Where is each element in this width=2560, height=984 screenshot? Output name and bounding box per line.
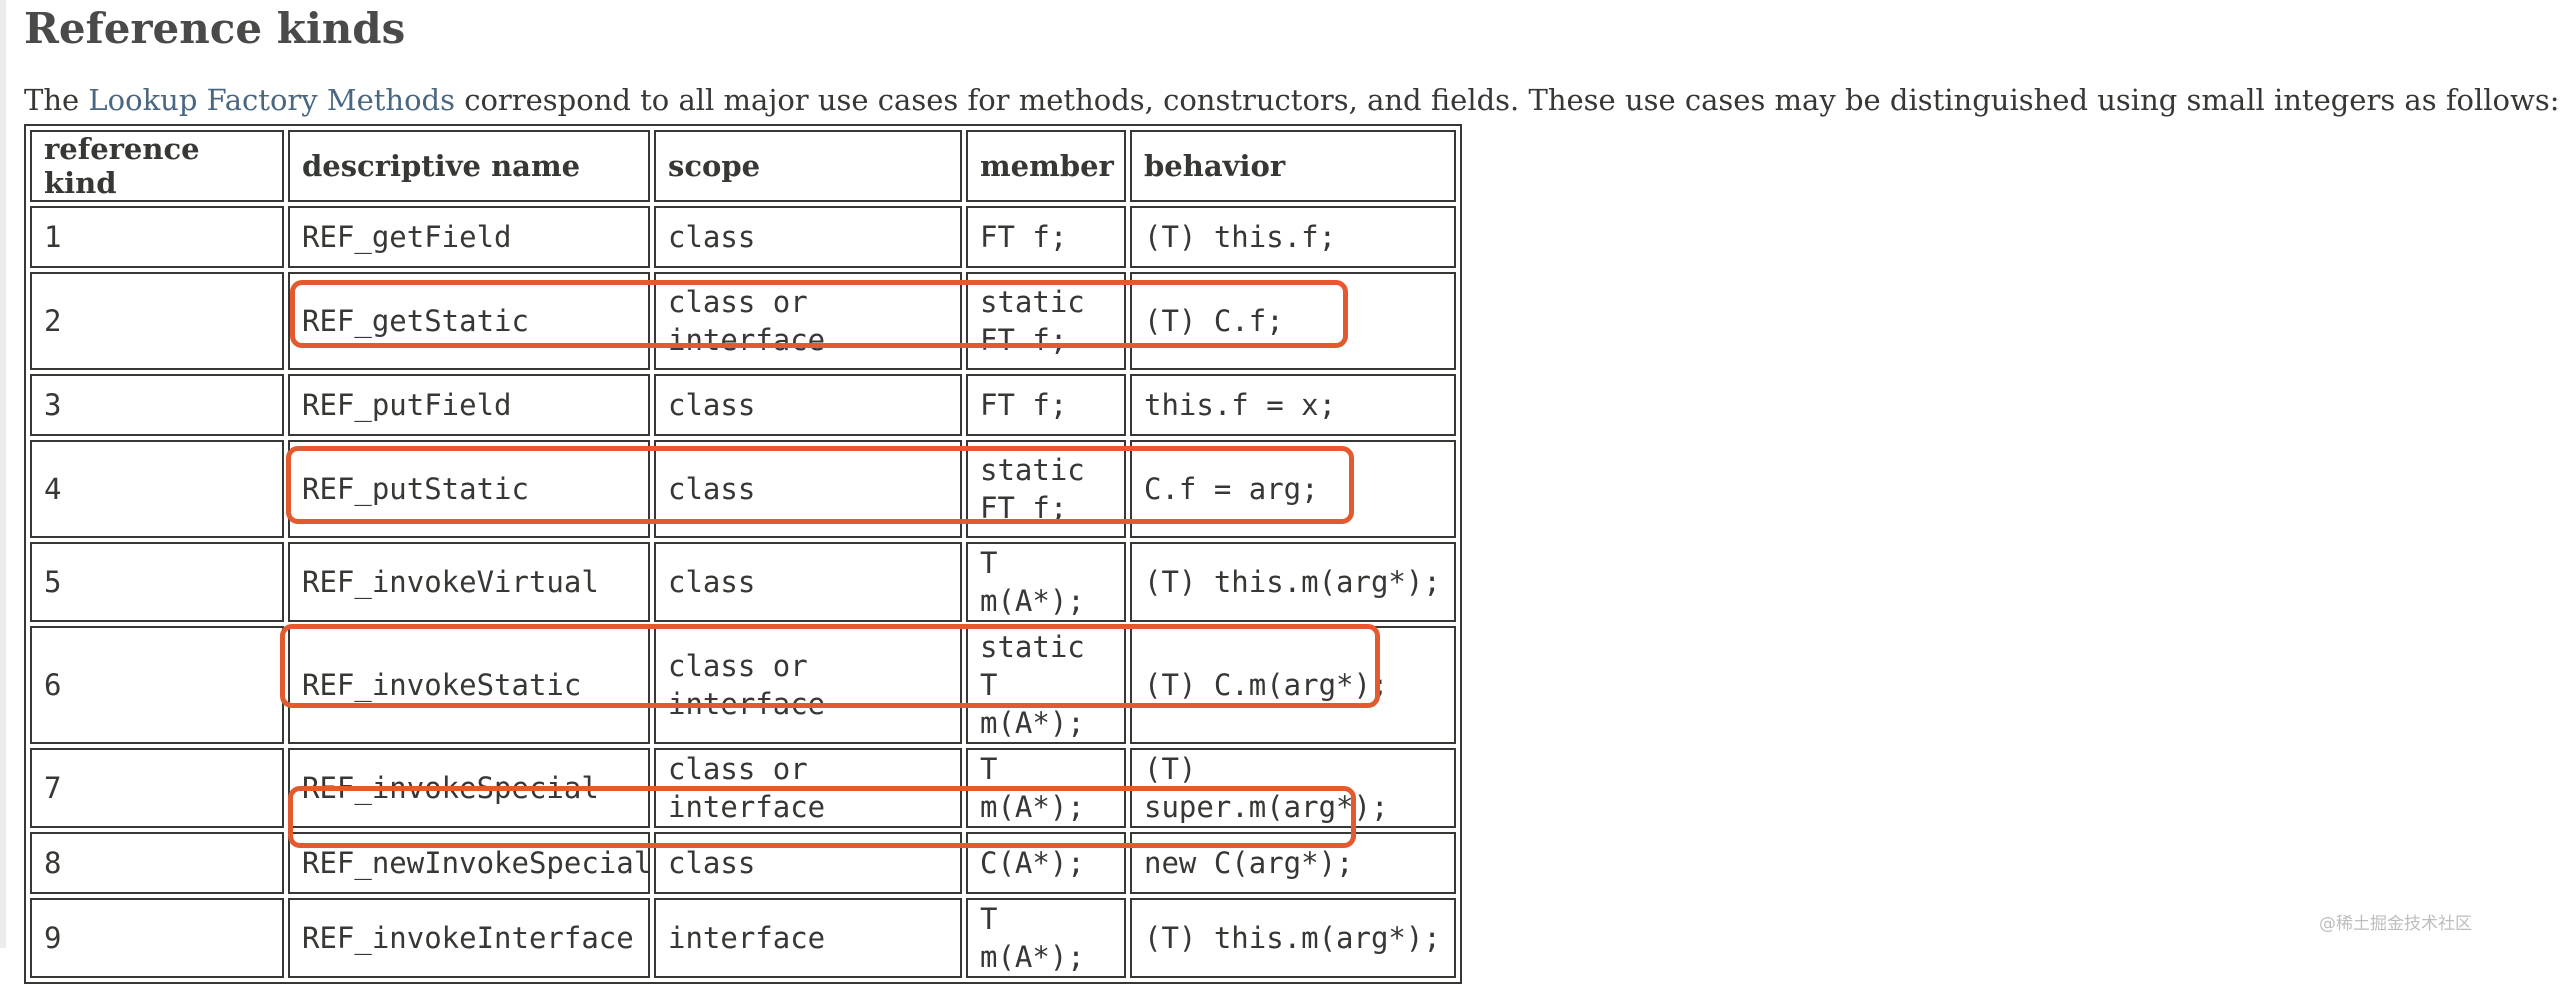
table-row: 8 REF_newInvokeSpecial class C(A*); new …: [30, 832, 1456, 894]
reference-kinds-table-container: reference kind descriptive name scope me…: [24, 124, 1462, 984]
cell-name: REF_invokeVirtual: [288, 542, 650, 622]
table-row: 5 REF_invokeVirtual class T m(A*); (T) t…: [30, 542, 1456, 622]
header-descriptive-name: descriptive name: [288, 130, 650, 202]
cell-scope: interface: [654, 898, 962, 978]
cell-member: FT f;: [966, 374, 1126, 436]
cell-name: REF_putField: [288, 374, 650, 436]
cell-kind: 3: [30, 374, 284, 436]
cell-behavior: (T) this.f;: [1130, 206, 1456, 268]
cell-name: REF_getField: [288, 206, 650, 268]
cell-behavior: new C(arg*);: [1130, 832, 1456, 894]
cell-kind: 7: [30, 748, 284, 828]
table-row: 1 REF_getField class FT f; (T) this.f;: [30, 206, 1456, 268]
table-row: 9 REF_invokeInterface interface T m(A*);…: [30, 898, 1456, 978]
cell-behavior: C.f = arg;: [1130, 440, 1456, 538]
cell-name: REF_invokeSpecial: [288, 748, 650, 828]
watermark-text: @稀土掘金技术社区: [2319, 914, 2472, 934]
cell-kind: 1: [30, 206, 284, 268]
cell-member: static FT f;: [966, 272, 1126, 370]
header-member: member: [966, 130, 1126, 202]
cell-kind: 9: [30, 898, 284, 978]
cell-name: REF_invokeStatic: [288, 626, 650, 744]
cell-scope: class: [654, 542, 962, 622]
cell-scope: class: [654, 440, 962, 538]
table-row: 7 REF_invokeSpecial class or interface T…: [30, 748, 1456, 828]
header-reference-kind: reference kind: [30, 130, 284, 202]
table-row: 3 REF_putField class FT f; this.f = x;: [30, 374, 1456, 436]
cell-name: REF_putStatic: [288, 440, 650, 538]
table-row: 4 REF_putStatic class static FT f; C.f =…: [30, 440, 1456, 538]
intro-text-before: The: [24, 83, 89, 117]
cell-scope: class: [654, 832, 962, 894]
table-row: 2 REF_getStatic class or interface stati…: [30, 272, 1456, 370]
table-header-row: reference kind descriptive name scope me…: [30, 130, 1456, 202]
cell-kind: 5: [30, 542, 284, 622]
cell-name: REF_newInvokeSpecial: [288, 832, 651, 894]
cell-behavior: (T) C.f;: [1130, 272, 1456, 370]
cell-scope: class or interface: [654, 748, 962, 828]
lookup-factory-methods-link[interactable]: Lookup Factory Methods: [88, 83, 455, 117]
cell-name: REF_getStatic: [288, 272, 650, 370]
cell-behavior: (T) this.m(arg*);: [1130, 898, 1456, 978]
cell-kind: 6: [30, 626, 284, 744]
cell-member: T m(A*);: [966, 898, 1126, 978]
header-behavior: behavior: [1130, 130, 1456, 202]
table-row: 6 REF_invokeStatic class or interface st…: [30, 626, 1456, 744]
cell-member: static FT f;: [966, 440, 1126, 538]
cell-behavior: (T) this.m(arg*);: [1130, 542, 1456, 622]
cell-scope: class: [654, 374, 962, 436]
header-scope: scope: [654, 130, 962, 202]
section-heading: Reference kinds: [24, 4, 406, 53]
intro-text-after: correspond to all major use cases for me…: [454, 83, 2560, 117]
cell-kind: 4: [30, 440, 284, 538]
page-left-edge: [0, 0, 6, 948]
cell-member: static T m(A*);: [966, 626, 1126, 744]
cell-scope: class or interface: [654, 272, 962, 370]
cell-member: FT f;: [966, 206, 1126, 268]
cell-kind: 2: [30, 272, 284, 370]
reference-kinds-table: reference kind descriptive name scope me…: [24, 124, 1462, 984]
cell-scope: class or interface: [654, 626, 962, 744]
cell-member: C(A*);: [966, 832, 1126, 894]
cell-name: REF_invokeInterface: [288, 898, 650, 978]
cell-scope: class: [654, 206, 962, 268]
cell-kind: 8: [30, 832, 284, 894]
cell-behavior: (T) super.m(arg*);: [1130, 748, 1456, 828]
cell-behavior: (T) C.m(arg*);: [1130, 626, 1456, 744]
cell-member: T m(A*);: [966, 542, 1126, 622]
cell-member: T m(A*);: [966, 748, 1126, 828]
cell-behavior: this.f = x;: [1130, 374, 1456, 436]
intro-paragraph: The Lookup Factory Methods correspond to…: [24, 80, 2560, 120]
